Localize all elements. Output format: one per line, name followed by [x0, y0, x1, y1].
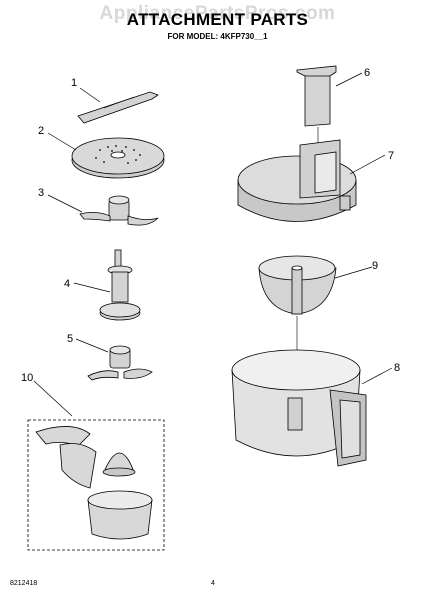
- part-5-mini-blade: [87, 345, 153, 381]
- part-7-bowl-cover: [237, 139, 357, 222]
- part-4-adapter: [99, 249, 141, 321]
- document-number: 8212418: [10, 580, 38, 587]
- callout-3: 3: [38, 187, 44, 199]
- part-8-work-bowl: [231, 349, 367, 467]
- part-9-mini-bowl: [258, 255, 337, 315]
- part-2-disc: [71, 137, 165, 179]
- part-6-food-pusher: [296, 65, 337, 127]
- callout-9: 9: [372, 260, 378, 272]
- callout-4: 4: [64, 278, 70, 290]
- callout-7: 7: [388, 150, 394, 162]
- watermark-text: AppliancePartsPros.com: [99, 3, 336, 24]
- model-subtitle: FOR MODEL: 4KFP730__1: [167, 32, 268, 41]
- callout-10: 10: [21, 372, 33, 384]
- callout-6: 6: [364, 67, 370, 79]
- page-title: ATTACHMENT PARTS: [126, 10, 309, 29]
- part-1-blade: [77, 91, 159, 124]
- part-3-blade: [79, 195, 159, 226]
- callout-5: 5: [67, 333, 73, 345]
- callout-2: 2: [38, 125, 44, 137]
- callout-1: 1: [71, 77, 77, 89]
- callout-8: 8: [394, 362, 400, 374]
- part-10-citrus-press: [27, 419, 165, 551]
- callout-leaders: [33, 72, 393, 417]
- page-number: 4: [211, 580, 215, 587]
